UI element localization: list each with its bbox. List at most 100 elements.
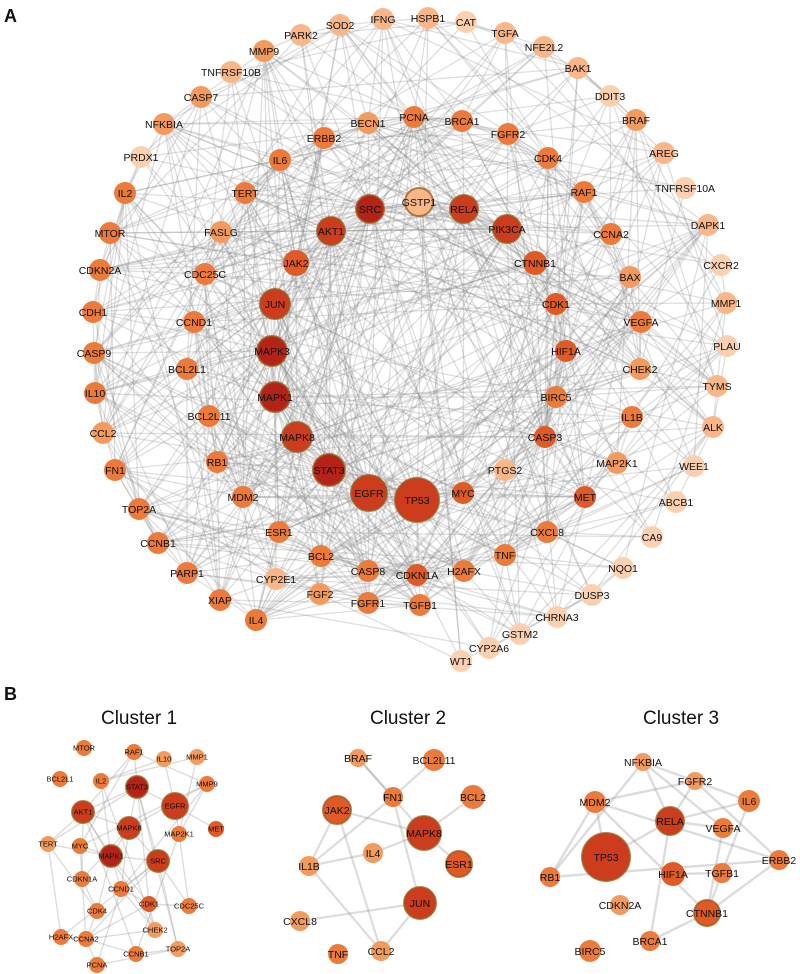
node-mapk3[interactable]: MAPK3: [254, 335, 290, 367]
node-casp8[interactable]: CASP8: [351, 560, 386, 582]
node-bcl2l11[interactable]: BCL2L11: [187, 405, 231, 427]
node-mapk8[interactable]: MAPK8: [279, 421, 315, 453]
node-ccnd1[interactable]: CCND1: [108, 881, 134, 897]
node-stat3[interactable]: STAT3: [312, 453, 346, 487]
node-braf[interactable]: BRAF: [622, 109, 650, 131]
node-becn1[interactable]: BECN1: [350, 112, 386, 134]
node-il10[interactable]: IL10: [84, 382, 106, 404]
node-cdkn2a[interactable]: CDKN2A: [79, 259, 122, 281]
node-alk[interactable]: ALK: [702, 416, 724, 438]
node-ptgs2[interactable]: PTGS2: [488, 459, 523, 481]
node-met[interactable]: MET: [208, 821, 224, 837]
node-tgfb1[interactable]: TGFB1: [403, 594, 437, 616]
node-wt1[interactable]: WT1: [450, 650, 472, 672]
node-fgfr1[interactable]: FGFR1: [351, 592, 386, 614]
node-cdk1[interactable]: CDK1: [542, 293, 570, 315]
node-ifng[interactable]: IFNG: [370, 8, 396, 30]
node-mmp1[interactable]: MMP1: [186, 749, 208, 765]
node-mmp9[interactable]: MMP9: [249, 40, 279, 62]
node-ctnnb1[interactable]: CTNNB1: [686, 899, 728, 927]
node-pcna[interactable]: PCNA: [87, 957, 108, 973]
node-tgfa[interactable]: TGFA: [491, 22, 519, 44]
node-ccna2[interactable]: CCNA2: [73, 931, 99, 947]
node-cdk4[interactable]: CDK4: [87, 903, 107, 919]
node-top2a[interactable]: TOP2A: [166, 941, 190, 957]
node-cdk4[interactable]: CDK4: [534, 147, 562, 169]
node-parp1[interactable]: PARP1: [170, 562, 204, 584]
node-bax[interactable]: BAX: [619, 266, 641, 288]
node-park2[interactable]: PARK2: [284, 24, 318, 46]
node-h2afx[interactable]: H2AFX: [49, 929, 73, 945]
node-ccna2[interactable]: CCNA2: [593, 223, 629, 245]
node-birc5[interactable]: BIRC5: [575, 940, 606, 962]
node-tnfrsf10b[interactable]: TNFRSF10B: [201, 61, 261, 83]
node-rela[interactable]: RELA: [655, 806, 685, 836]
node-chek2[interactable]: CHEK2: [142, 922, 168, 938]
node-jak2[interactable]: JAK2: [322, 795, 352, 825]
node-top2a[interactable]: TOP2A: [122, 498, 156, 520]
node-esr1[interactable]: ESR1: [265, 521, 293, 543]
node-map2k1[interactable]: MAP2K1: [164, 826, 194, 842]
node-mmp9[interactable]: MMP9: [196, 776, 218, 792]
node-fgf2[interactable]: FGF2: [307, 583, 334, 605]
node-vegfa[interactable]: VEGFA: [623, 311, 659, 333]
node-cdh1[interactable]: CDH1: [79, 301, 108, 323]
node-rb1[interactable]: RB1: [540, 867, 561, 887]
node-il6[interactable]: IL6: [738, 790, 760, 812]
node-mapk1[interactable]: MAPK1: [257, 381, 293, 413]
node-nfe2l2[interactable]: NFE2L2: [525, 36, 564, 58]
node-cdkn2a[interactable]: CDKN2A: [599, 895, 642, 915]
node-il10[interactable]: IL10: [156, 751, 172, 767]
node-wee1[interactable]: WEE1: [679, 455, 709, 477]
node-ccl2[interactable]: CCL2: [368, 941, 395, 961]
node-dusp3[interactable]: DUSP3: [574, 584, 610, 606]
node-fgfr2[interactable]: FGFR2: [491, 123, 526, 145]
node-il2[interactable]: IL2: [93, 773, 109, 789]
node-chek2[interactable]: CHEK2: [622, 358, 658, 380]
node-vegfa[interactable]: VEGFA: [705, 818, 741, 838]
node-pcna[interactable]: PCNA: [399, 106, 429, 128]
node-brca1[interactable]: BRCA1: [632, 931, 668, 951]
node-tnfrsf10a[interactable]: TNFRSF10A: [655, 177, 715, 199]
node-ddit3[interactable]: DDIT3: [595, 85, 625, 107]
node-jak2[interactable]: JAK2: [283, 250, 309, 276]
node-ccnb1[interactable]: CCNB1: [140, 532, 176, 554]
node-xiap[interactable]: XIAP: [208, 589, 232, 611]
node-tnf[interactable]: TNF: [328, 944, 348, 964]
node-sod2[interactable]: SOD2: [326, 14, 355, 36]
node-cdkn1a[interactable]: CDKN1A: [396, 564, 439, 586]
node-gstm2[interactable]: GSTM2: [502, 623, 538, 645]
node-fn1[interactable]: FN1: [383, 787, 403, 807]
node-ccl2[interactable]: CCL2: [90, 422, 117, 444]
node-cyp2e1[interactable]: CYP2E1: [256, 568, 296, 590]
node-fn1[interactable]: FN1: [104, 459, 126, 481]
node-akt1[interactable]: AKT1: [71, 800, 95, 824]
node-cxcl8[interactable]: CXCL8: [283, 911, 317, 931]
node-cdkn1a[interactable]: CDKN1A: [67, 871, 97, 887]
node-il2[interactable]: IL2: [114, 182, 136, 204]
node-abcb1[interactable]: ABCB1: [659, 491, 694, 513]
node-cxcl8[interactable]: CXCL8: [530, 521, 564, 543]
node-ca9[interactable]: CA9: [641, 526, 663, 548]
node-erbb2[interactable]: ERBB2: [307, 127, 342, 149]
node-tp53[interactable]: TP53: [581, 832, 631, 882]
node-hif1a[interactable]: HIF1A: [658, 862, 688, 886]
node-mtor[interactable]: MTOR: [73, 740, 96, 756]
node-myc[interactable]: MYC: [451, 482, 475, 504]
node-tnf[interactable]: TNF: [494, 544, 516, 566]
node-egfr[interactable]: EGFR: [161, 792, 189, 820]
node-tert[interactable]: TERT: [231, 182, 259, 204]
node-bcl2[interactable]: BCL2: [308, 545, 334, 567]
node-ccnd1[interactable]: CCND1: [176, 311, 212, 333]
node-cdk1[interactable]: CDK1: [139, 896, 159, 912]
node-dapk1[interactable]: DAPK1: [691, 214, 726, 236]
node-nfkbia[interactable]: NFKBIA: [145, 113, 183, 135]
node-il4[interactable]: IL4: [363, 843, 383, 863]
node-ctnnb1[interactable]: CTNNB1: [514, 251, 556, 275]
node-tert[interactable]: TERT: [38, 836, 58, 852]
node-casp7[interactable]: CASP7: [184, 86, 219, 108]
node-areg[interactable]: AREG: [649, 142, 679, 164]
node-nqo1[interactable]: NQO1: [608, 557, 638, 579]
node-pik3ca[interactable]: PIK3CA: [488, 214, 526, 244]
node-il1b[interactable]: IL1B: [621, 406, 643, 428]
